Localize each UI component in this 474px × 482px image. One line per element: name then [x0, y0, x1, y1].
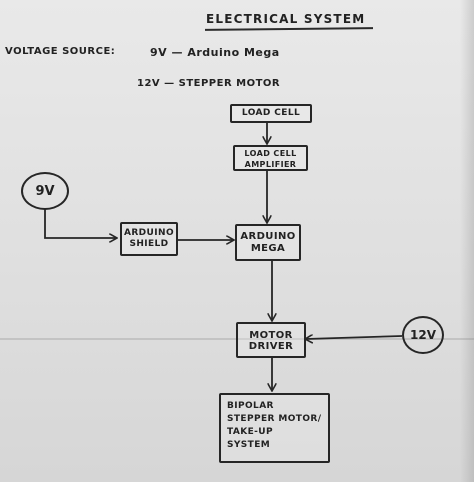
arduino-mega-label: ARDUINO MEGA — [240, 231, 296, 254]
paper-edge-shadow — [460, 0, 474, 482]
wire-12v-driver — [306, 336, 403, 339]
load-cell-label: LOAD CELL — [241, 108, 301, 118]
load-cell-amplifier-block: LOAD CELL AMPLIFIER — [233, 145, 308, 171]
arduino-shield-block: ARDUINO SHIELD — [120, 222, 178, 256]
voltage-source-9v-circle: 9V — [21, 172, 69, 210]
motor-driver-block: MOTOR DRIVER — [236, 322, 306, 358]
stepper-motor-label: BIPOLAR STEPPER MOTOR/ TAKE-UP SYSTEM — [227, 401, 322, 450]
arduino-mega-block: ARDUINO MEGA — [235, 224, 301, 261]
diagram-title: ELECTRICAL SYSTEM — [206, 12, 366, 26]
voltage-source-12v-circle-label: 12V — [410, 328, 436, 342]
wire-9v-shield — [44, 208, 116, 238]
load-cell-block: LOAD CELL — [230, 104, 312, 123]
arduino-shield-label: ARDUINO SHIELD — [123, 228, 174, 249]
voltage-source-9v: 9V — Arduino Mega — [150, 46, 280, 59]
voltage-source-12v: 12V — STEPPER MOTOR — [137, 78, 281, 89]
motor-driver-label: MOTOR DRIVER — [248, 330, 294, 352]
load-cell-amplifier-label: LOAD CELL AMPLIFIER — [244, 149, 297, 169]
voltage-source-9v-circle-label: 9V — [35, 183, 55, 199]
voltage-source-12v-circle: 12V — [402, 316, 444, 354]
voltage-source-label: VOLTAGE SOURCE: — [5, 46, 116, 57]
stepper-motor-block: BIPOLAR STEPPER MOTOR/ TAKE-UP SYSTEM — [219, 393, 330, 463]
